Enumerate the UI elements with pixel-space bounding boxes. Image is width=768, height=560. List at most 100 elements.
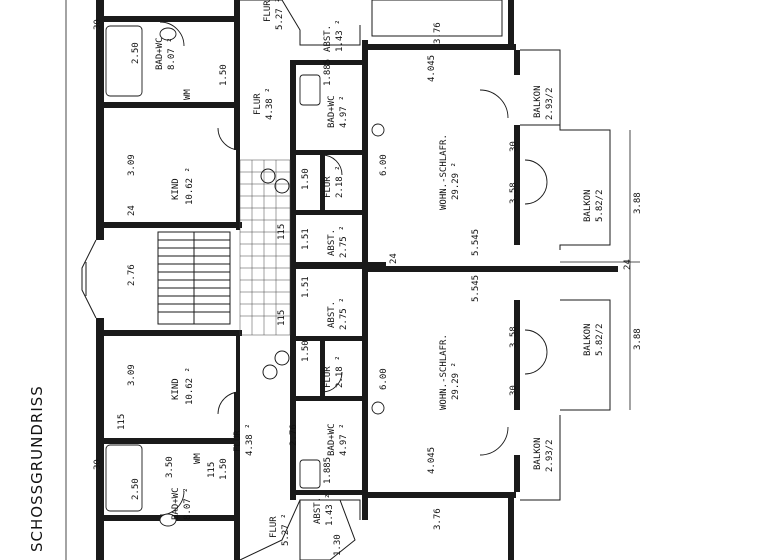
dim: 115: [117, 414, 127, 430]
room-name: BAD+WC: [171, 487, 181, 520]
wall: [514, 50, 520, 75]
room-name: FLUR: [253, 93, 263, 115]
shaft-symbol: [274, 350, 290, 366]
wall: [96, 318, 104, 560]
shaft-symbol: [262, 364, 278, 380]
wall: [368, 492, 516, 498]
dim: 6.00: [379, 154, 389, 176]
bathtub: [105, 25, 143, 97]
door-swing: [524, 329, 548, 375]
door-swing: [217, 391, 241, 415]
room-area: 4.38 ²: [265, 87, 275, 120]
wall: [320, 336, 325, 396]
dim: 1.50: [219, 458, 229, 480]
wall: [514, 125, 520, 245]
wall: [104, 222, 242, 228]
wall: [514, 455, 520, 492]
room-name: FLUR: [263, 0, 273, 22]
wall: [296, 210, 366, 215]
flur-polygon: [299, 499, 356, 560]
wall: [514, 300, 520, 410]
room-area: 2.18 ²: [335, 165, 345, 198]
corridor-outline: [240, 0, 361, 46]
room-area: 8.07 ²: [167, 37, 177, 70]
wall: [296, 150, 366, 155]
room-area: 2.18 ²: [335, 355, 345, 388]
shaft-symbol: [274, 178, 290, 194]
room-name: WOHN.-SCHLAFR.: [439, 134, 449, 210]
dim: 115: [207, 462, 217, 478]
wall: [236, 330, 240, 392]
dim: 1.885: [323, 59, 333, 86]
staircase: [157, 231, 231, 325]
room-name: BALKON: [533, 85, 543, 118]
dim: 3.76: [433, 508, 443, 530]
door-swing: [159, 21, 185, 47]
room-name: ABST.: [327, 301, 337, 328]
bathtub: [105, 444, 143, 512]
dim: 3.88: [633, 328, 643, 350]
bay-window: [81, 239, 97, 319]
room-area: 1.43 ²: [325, 493, 335, 526]
wall: [104, 16, 234, 22]
wall: [368, 266, 618, 272]
wall: [368, 44, 516, 50]
dim: 2.50: [131, 42, 141, 64]
toilet: [159, 27, 177, 41]
room-area: 2.75 ²: [339, 297, 349, 330]
door-swing: [217, 127, 241, 151]
room-labels: KIND 10.62 ² KIND 10.62 ² BAD+WC 8.07 ² …: [155, 0, 605, 546]
room-area: 4.38 ²: [245, 423, 255, 456]
dim: 3.09: [127, 154, 137, 176]
room-name: ABST.: [313, 497, 323, 524]
dim: 30: [93, 459, 103, 470]
room-area: 4.97 ²: [339, 95, 349, 128]
wall: [104, 102, 234, 108]
shower: [299, 459, 321, 489]
wall: [234, 392, 240, 560]
room-area: 5.82/2: [595, 323, 605, 356]
wall: [236, 150, 240, 230]
dim: 3.88: [633, 192, 643, 214]
dim: 5.545: [471, 229, 481, 256]
dimension-labels: 2.50 2.50 3.09 3.09 2.76 24 3.50 1.50 1.…: [93, 19, 643, 556]
shower: [299, 74, 321, 106]
wall: [296, 60, 366, 65]
toilet: [371, 123, 385, 137]
dim: 3.50: [165, 456, 175, 478]
dim: 30: [509, 385, 519, 396]
wall: [296, 396, 366, 401]
room-name: ABST.: [323, 25, 333, 52]
room-area: 2.93/2: [545, 87, 555, 120]
dim: 2.50: [131, 478, 141, 500]
balcony-outline: [520, 124, 611, 250]
room-name: BAD+WC: [327, 95, 337, 128]
dim: 2.76: [289, 424, 299, 446]
dim: 115: [277, 310, 287, 326]
door-swing: [524, 159, 548, 205]
room-area: 2.93/2: [545, 439, 555, 472]
dim: 1.30: [333, 534, 343, 556]
room-name: BALKON: [583, 189, 593, 222]
dim: 24: [127, 205, 137, 216]
wall: [296, 262, 386, 269]
balcony-outline: [560, 299, 611, 411]
dim: 24: [623, 259, 633, 270]
dim: 1.51: [301, 276, 311, 298]
wall: [96, 0, 104, 240]
wall: [362, 40, 368, 520]
wall: [290, 60, 296, 500]
dim: 6.00: [379, 368, 389, 390]
room-area: 2.75 ²: [339, 225, 349, 258]
room-name: BALKON: [533, 437, 543, 470]
room-area: 29.29 ²: [451, 162, 461, 200]
door-swing: [479, 89, 509, 119]
dim: 3.09: [127, 364, 137, 386]
wall: [234, 0, 240, 150]
wall: [104, 330, 242, 336]
room-name: BAD+WC: [327, 423, 337, 456]
dim: 3.76: [433, 22, 443, 44]
balcony-outline: [520, 415, 561, 501]
dim: 1.50: [301, 340, 311, 362]
room-name: ABST.: [327, 229, 337, 256]
